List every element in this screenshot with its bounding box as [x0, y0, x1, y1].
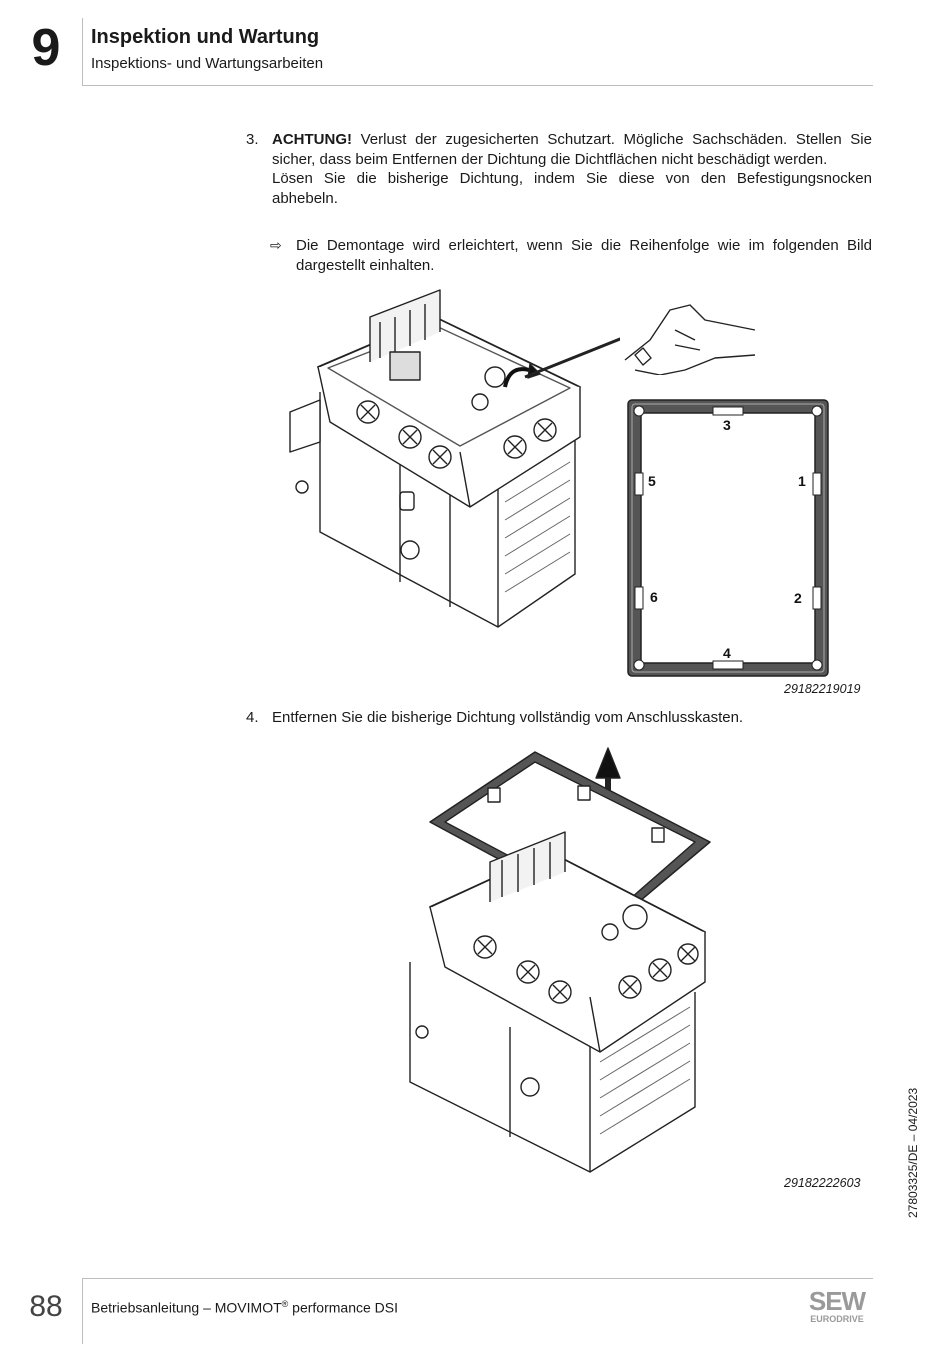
chapter-number: 9: [31, 19, 61, 77]
step-4-number: 4.: [246, 709, 259, 726]
warning-label: ACHTUNG!: [272, 131, 352, 148]
gasket-label-4: 4: [723, 645, 731, 661]
header-divider: [82, 85, 873, 86]
chapter-title: Inspektion und Wartung: [91, 26, 320, 48]
step-3-instruction: Lösen Sie die bisherige Dichtung, indem …: [272, 170, 872, 207]
step-3-number: 3.: [246, 131, 259, 148]
figure-1-id: 29182219019: [784, 682, 861, 696]
step-3: 3. ACHTUNG! Verlust der zugesicherten Sc…: [246, 130, 872, 208]
gasket-label-2: 2: [794, 590, 802, 606]
sew-eurodrive-logo: SEW EURODRIVE: [809, 1288, 868, 1324]
footer-document-title: Betriebsanleitung – MOVIMOT® performance…: [91, 1299, 398, 1316]
step-3-hint: ⇨ Die Demontage wird erleichtert, wenn S…: [270, 236, 872, 275]
step-4-text: Entfernen Sie die bisherige Dichtung vol…: [272, 709, 744, 726]
footer-divider-vertical: [82, 1278, 83, 1344]
step-4: 4. Entfernen Sie die bisherige Dichtung …: [246, 708, 872, 728]
gasket-label-3: 3: [723, 417, 731, 433]
header-divider-vertical: [82, 18, 83, 86]
document-id-vertical: 27803325/DE – 04/2023: [906, 1087, 920, 1218]
step-3-warning: ACHTUNG! Verlust der zugesicherten Schut…: [272, 130, 872, 169]
gasket-removal-figure: [409, 747, 711, 1173]
warning-text: Verlust der zugesicherten Schutzart. Mög…: [272, 131, 872, 168]
hand-icon: [624, 304, 756, 375]
logo-text: SEW: [809, 1288, 867, 1316]
gasket-label-5: 5: [648, 473, 656, 489]
section-subtitle: Inspektions- und Wartungsarbeiten: [91, 55, 324, 72]
logo-subtext: EURODRIVE: [810, 1314, 864, 1324]
page-number: 88: [29, 1290, 63, 1323]
motor-screwdriver-figure: [289, 289, 620, 628]
hint-text: Die Demontage wird erleichtert, wenn Sie…: [296, 237, 872, 274]
gasket-label-1: 1: [798, 473, 806, 489]
footer-divider: [82, 1278, 873, 1279]
gasket-label-6: 6: [650, 589, 658, 605]
hint-arrow-icon: ⇨: [270, 237, 282, 253]
figure-2-id: 29182222603: [784, 1176, 861, 1190]
gasket-sequence-figure: 3 1 5 6 2 4: [627, 399, 829, 677]
